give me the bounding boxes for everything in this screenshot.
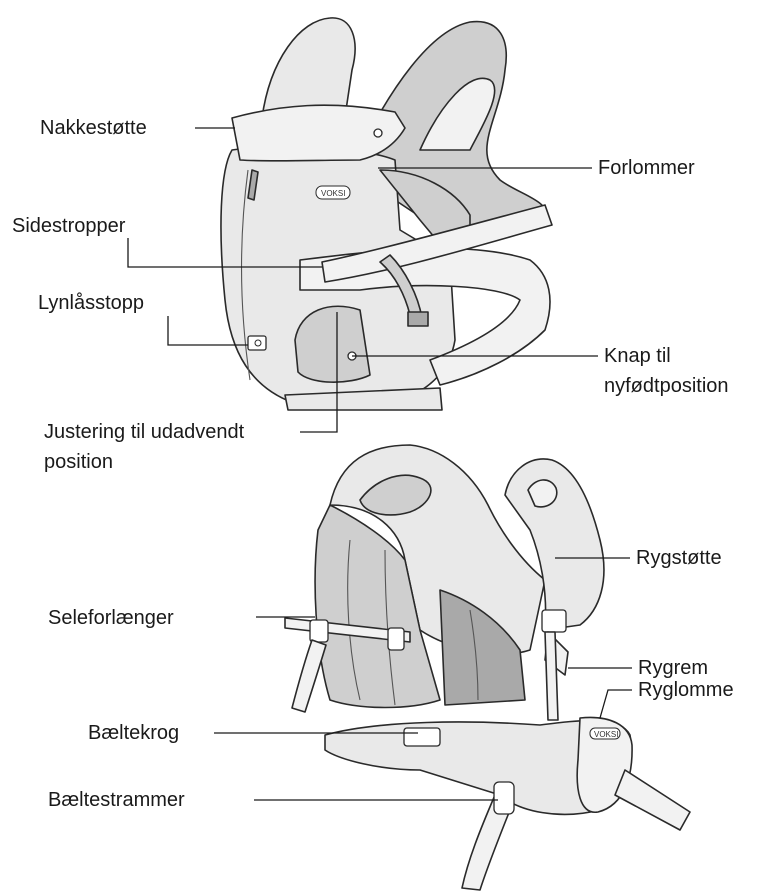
label-sidestropper: Sidestropper (12, 214, 125, 238)
back-chest-buckle-right (388, 628, 404, 650)
back-brand-text: VOKSI (594, 730, 618, 739)
back-strap-tail-left (292, 640, 326, 712)
label-seleforlaenger: Seleforlænger (48, 606, 174, 630)
front-lower-pocket (295, 306, 370, 382)
leader-ryglomme (600, 690, 632, 718)
front-view-carrier: VOKSI (221, 18, 552, 410)
back-brand-tag: VOKSI (590, 728, 620, 739)
label-baeltestrammer: Bæltestrammer (48, 788, 185, 812)
back-strap-buckle (542, 610, 566, 632)
front-brand-tag: VOKSI (316, 186, 350, 199)
back-belt-hook (404, 728, 440, 746)
back-chest-buckle-left (310, 620, 328, 642)
front-brand-text: VOKSI (321, 189, 345, 198)
back-belt-tightener-buckle (494, 782, 514, 814)
label-baeltekrog: Bæltekrog (88, 721, 179, 745)
front-neck-snap (374, 129, 382, 137)
front-side-strap-buckle (408, 312, 428, 326)
label-knap-line1: Knap til (604, 344, 671, 368)
label-justering-line1: Justering til udadvendt (44, 420, 244, 444)
label-nakkestotte: Nakkestøtte (40, 116, 147, 140)
label-justering-line2: position (44, 450, 113, 474)
front-zipper-stop-tab (248, 336, 266, 350)
back-belt-tightener-right (615, 770, 690, 830)
label-lynlasstopp: Lynlåsstopp (38, 291, 144, 315)
back-strap-vertical (545, 632, 558, 720)
label-ryglomme: Ryglomme (638, 678, 734, 702)
label-forlommer: Forlommer (598, 156, 695, 180)
label-rygstotte: Rygstøtte (636, 546, 722, 570)
label-knap-line2: nyfødtposition (604, 374, 729, 398)
label-rygrem: Rygrem (638, 656, 708, 680)
